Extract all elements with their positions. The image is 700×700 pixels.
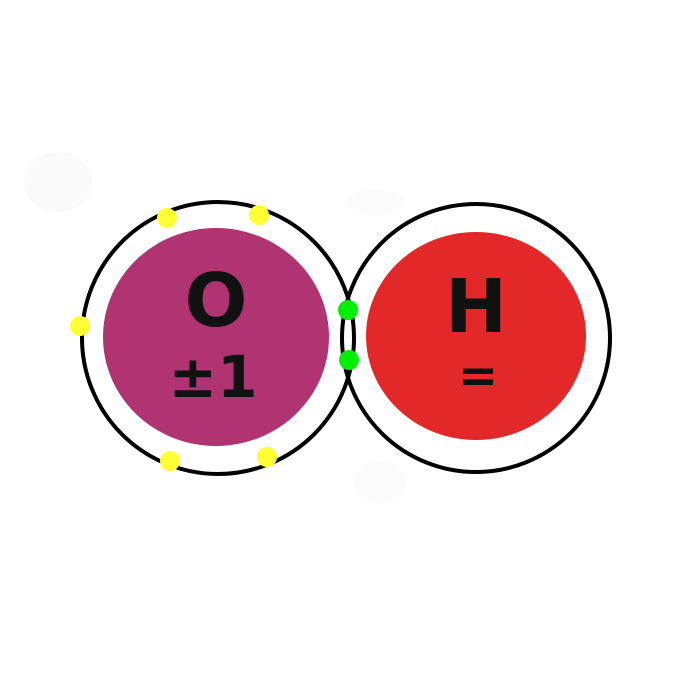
oxygen-atom: O ±1 — [80, 200, 356, 476]
hydrogen-symbol: H — [445, 264, 507, 350]
lone-electron — [249, 205, 269, 225]
hydrogen-nucleus — [366, 232, 586, 440]
oxygen-charge: ±1 — [169, 343, 258, 411]
oxygen-nucleus — [103, 228, 329, 446]
lone-electron — [157, 208, 177, 228]
bond-electron — [338, 300, 358, 320]
lone-electron — [257, 447, 277, 467]
background-smudges — [24, 152, 406, 502]
shared-bond-electrons — [338, 300, 359, 370]
hydrogen-atom: H = — [340, 202, 612, 474]
oxygen-symbol: O — [185, 258, 248, 344]
oxygen-electron-shell — [80, 200, 356, 476]
lone-electron — [70, 316, 90, 336]
lone-electron — [160, 451, 180, 471]
hydrogen-charge: = — [458, 348, 498, 404]
bond-electron — [339, 350, 359, 370]
oxygen-lone-electrons — [70, 205, 277, 471]
hydrogen-electron-shell — [340, 202, 612, 474]
